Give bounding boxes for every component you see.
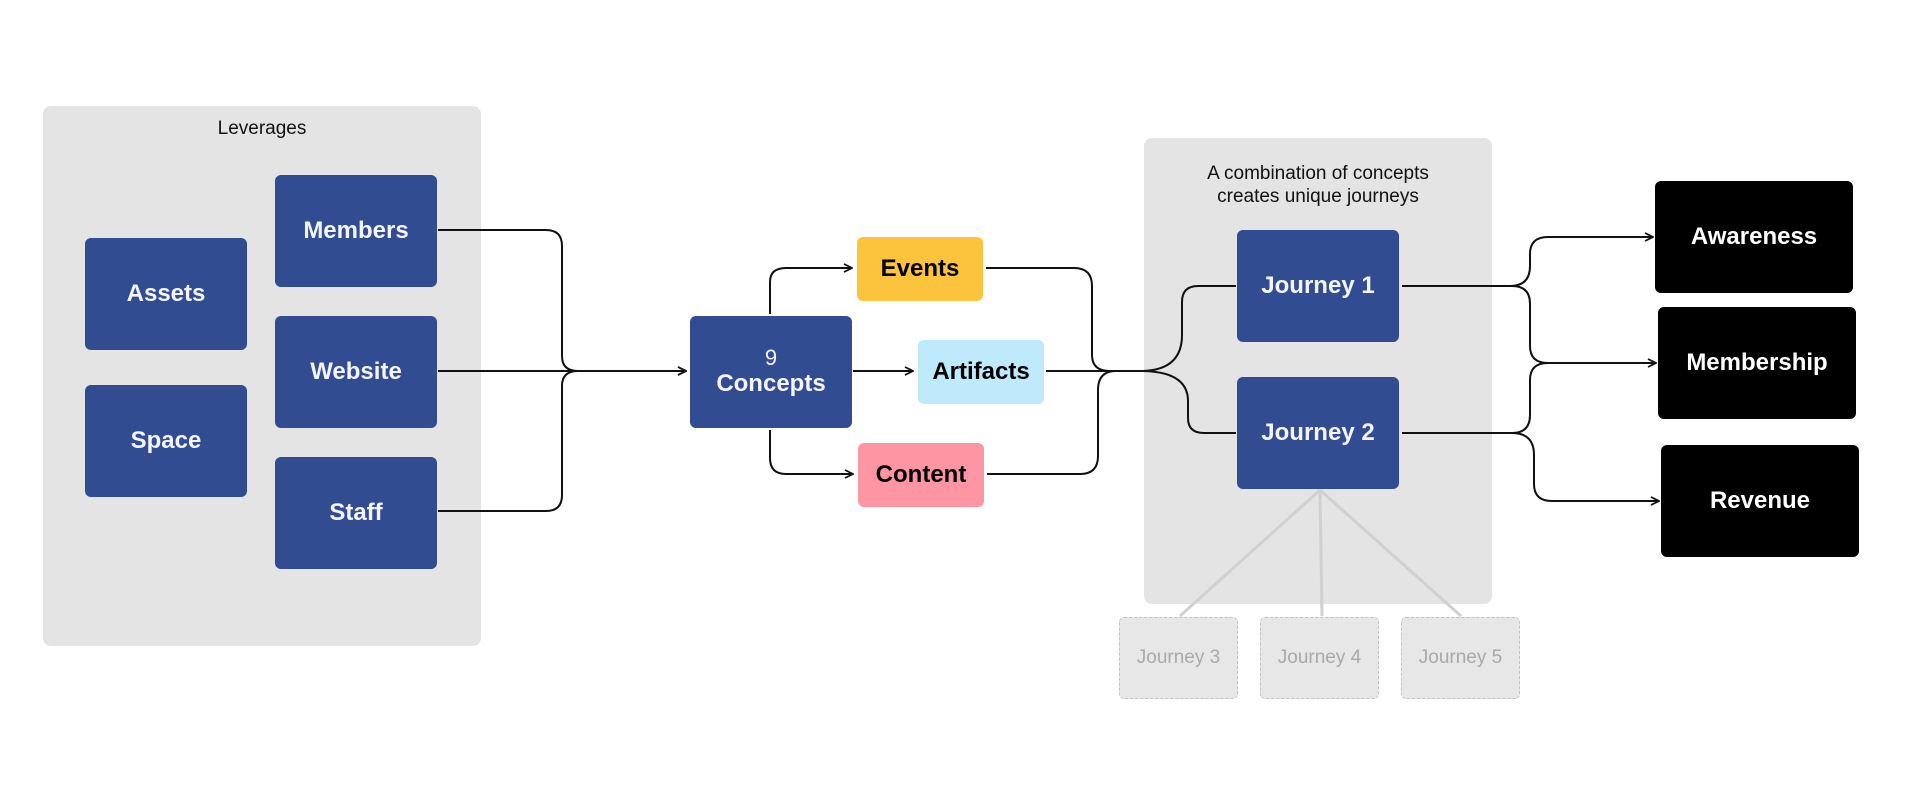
outcome-revenue: Revenue: [1661, 445, 1859, 557]
journey-3-placeholder: Journey 3: [1119, 617, 1238, 699]
connector-journey-1-awareness: [1402, 237, 1653, 287]
leverage-website: Website: [275, 316, 437, 428]
leverages-caption: Leverages: [217, 118, 307, 139]
concepts-count: 9: [764, 345, 778, 370]
connector-merge-journey-1: [1139, 285, 1236, 372]
journey-4-placeholder: Journey 4: [1260, 617, 1379, 699]
ghost-line-journey-5: [1319, 488, 1462, 618]
connector-concepts-content: [769, 430, 853, 474]
connector-concepts-events: [769, 268, 852, 314]
concept-type-artifacts: Artifacts: [918, 340, 1044, 404]
leverage-space: Space: [85, 385, 247, 497]
connector-journey-1-membership: [1402, 285, 1656, 363]
journeys-caption-line-1: A combination of concepts: [1207, 163, 1429, 184]
connector-content-merge: [987, 370, 1140, 475]
connector-staff-concepts: [438, 370, 686, 512]
connector-members-concepts: [438, 229, 686, 371]
outcome-membership: Membership: [1658, 307, 1856, 419]
leverage-staff: Staff: [275, 457, 437, 569]
outcome-awareness: Awareness: [1655, 181, 1853, 293]
ghost-line-journey-3: [1178, 488, 1322, 618]
journeys-panel: A combination of concepts creates unique…: [1144, 138, 1492, 604]
leverage-assets: Assets: [85, 238, 247, 350]
journey-5-placeholder: Journey 5: [1401, 617, 1520, 699]
connector-journey-2-revenue: [1402, 432, 1659, 501]
connector-journey-2-membership: [1402, 362, 1656, 434]
journey-1: Journey 1: [1237, 230, 1399, 342]
ghost-line-journey-4: [1318, 489, 1324, 617]
concepts-label: Concepts: [716, 370, 826, 397]
journey-2: Journey 2: [1237, 377, 1399, 489]
journeys-caption-line-2: creates unique journeys: [1217, 186, 1419, 207]
concept-type-content: Content: [858, 443, 984, 507]
connector-merge-journey-2: [1139, 370, 1236, 434]
concept-type-events: Events: [857, 237, 983, 301]
concepts-node: 9 Concepts: [690, 316, 852, 428]
leverage-members: Members: [275, 175, 437, 287]
